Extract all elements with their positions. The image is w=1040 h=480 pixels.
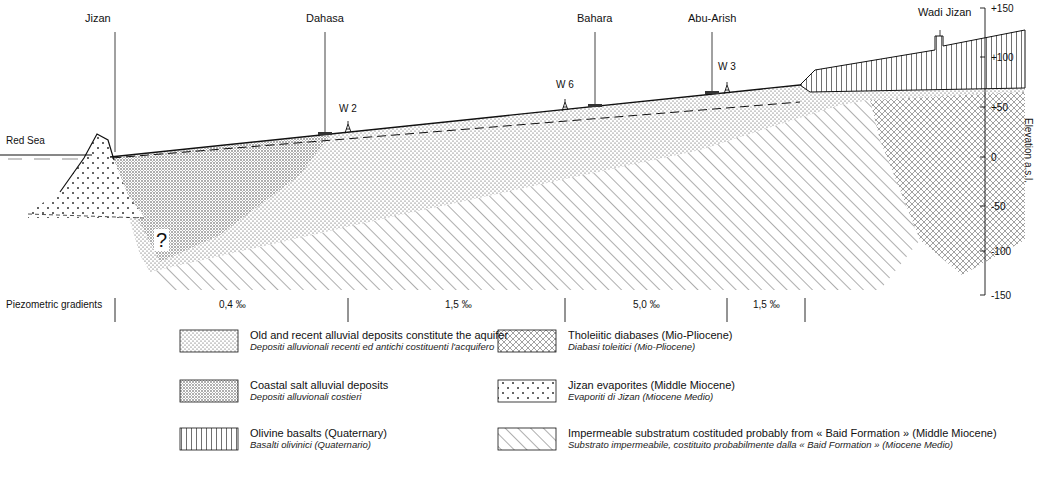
well-label: W 3 xyxy=(718,61,736,72)
legend-text: Old and recent alluvial deposits constit… xyxy=(250,329,508,341)
legend-translation: Diabasi toleitici (Mio-Pliocene) xyxy=(568,342,695,352)
legend-translation: Depositi alluvionali recenti ed antichi … xyxy=(250,342,494,352)
uncertainty-mark: ? xyxy=(154,229,169,251)
well-label: W 2 xyxy=(339,103,357,114)
legend-text: Olivine basalts (Quaternary) xyxy=(250,427,387,439)
legend-translation: Basalti olivinici (Quaternario) xyxy=(250,440,371,450)
row-title: Piezometric gradients xyxy=(6,299,102,310)
legend-text: Coastal salt alluvial deposits xyxy=(250,379,388,391)
legend-translation: Substrato impermeabile, costituito proba… xyxy=(568,440,953,450)
well-label: W 6 xyxy=(556,79,574,90)
place-name: Bahara xyxy=(577,12,612,24)
axis-tick-label: -50 xyxy=(991,201,1005,212)
axis-tick-label: +50 xyxy=(991,102,1008,113)
sea-label: Red Sea xyxy=(6,135,45,146)
gradient-value: 1,5 ‰ xyxy=(753,299,780,310)
place-name: Abu-Arish xyxy=(688,12,736,24)
axis-tick-label: -100 xyxy=(991,246,1011,257)
axis-tick-label: +100 xyxy=(991,52,1014,63)
legend-text: Impermeable substratum costituded probab… xyxy=(568,427,997,439)
axis-tick-label: -150 xyxy=(991,290,1011,301)
gradient-value: 1,5 ‰ xyxy=(445,299,472,310)
legend-swatches xyxy=(180,330,556,450)
legend-text: Jizan evaporites (Middle Miocene) xyxy=(568,379,735,391)
gradient-value: 5,0 ‰ xyxy=(633,299,660,310)
legend-text: Tholeiitic diabases (Mio-Pliocene) xyxy=(568,329,732,341)
axis-tick-label: 0 xyxy=(991,152,997,163)
place-name: Dahasa xyxy=(306,12,344,24)
gradient-value: 0,4 ‰ xyxy=(219,299,246,310)
axis-title: Elevation a.s.l. xyxy=(1023,118,1034,183)
legend-translation: Evaporiti di Jizan (Miocene Medio) xyxy=(568,392,713,402)
place-name: Wadi Jizan xyxy=(918,6,971,18)
axis-tick-label: +150 xyxy=(991,3,1014,14)
legend-translation: Depositi alluvionali costieri xyxy=(250,392,361,402)
place-name: Jizan xyxy=(85,12,111,24)
